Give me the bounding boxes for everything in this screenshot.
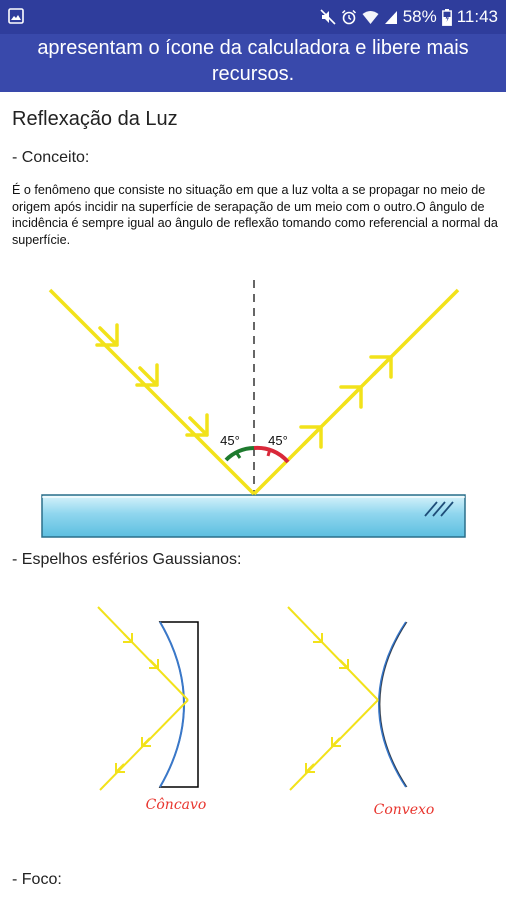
reflection-diagram: 45° 45° <box>41 280 466 538</box>
info-banner[interactable]: apresentam o ícone da calculadora e libe… <box>0 34 506 92</box>
gallery-icon <box>8 8 24 24</box>
status-bar: 58% 11:43 <box>0 0 506 34</box>
angle-label-right: 45° <box>268 433 288 448</box>
wifi-icon <box>362 11 379 24</box>
page-title: Reflexação da Luz <box>12 108 178 130</box>
signal-icon <box>384 11 397 24</box>
concave-mirror <box>97 606 199 791</box>
reflection-angle-arc <box>253 445 290 464</box>
battery-percent: 58% <box>402 7 437 26</box>
concept-heading: - Conceito: <box>12 149 90 166</box>
convex-mirror <box>287 606 408 791</box>
mute-icon <box>320 9 336 25</box>
incidence-angle-arc <box>224 446 255 462</box>
concept-paragraph: É o fenômeno que consiste no situação em… <box>12 183 498 247</box>
battery-icon <box>441 8 452 26</box>
alarm-icon <box>341 9 356 25</box>
spherical-mirrors-diagram: Côncavo Convexo <box>97 606 435 818</box>
surface-hatch <box>424 501 454 517</box>
convex-label: Convexo <box>374 802 435 818</box>
clock-time: 11:43 <box>456 7 498 26</box>
angle-label-left: 45° <box>220 433 240 448</box>
banner-text-line-2: recursos. <box>211 63 295 85</box>
incident-ray <box>48 288 256 496</box>
reflective-surface <box>41 494 466 538</box>
banner-text-line-1: apresentam o ícone da calculadora e libe… <box>37 37 469 59</box>
concave-label: Côncavo <box>146 797 207 813</box>
focus-heading: - Foco: <box>12 871 62 888</box>
mirrors-heading: - Espelhos esférios Gaussianos: <box>12 551 242 568</box>
status-icons: 58% 11:43 <box>320 6 498 28</box>
